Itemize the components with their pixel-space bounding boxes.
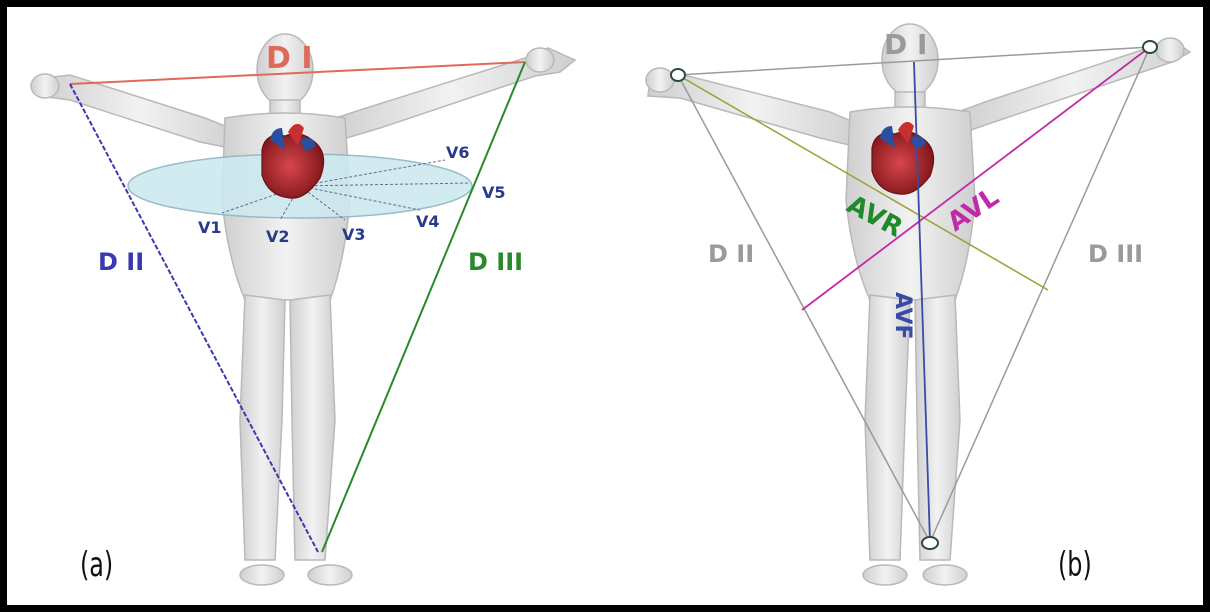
lead-label-DI-a: D I [266, 41, 313, 76]
precordial-label-v1: V1 [198, 218, 222, 237]
precordial-label-v6: V6 [446, 143, 470, 162]
panel-caption-a: (a) [80, 545, 113, 585]
lead-label-AVF: AVF [890, 292, 915, 340]
precordial-label-v2: V2 [266, 227, 290, 246]
human-figure-a [31, 34, 575, 585]
lead-label-DIII-a: D III [468, 248, 523, 276]
lead-label-DIII-b: D III [1088, 240, 1143, 268]
precordial-label-v5: V5 [482, 183, 506, 202]
electrode-left-arm [1143, 41, 1157, 53]
panel-caption-b: (b) [1058, 545, 1092, 585]
precordial-label-v3: V3 [342, 225, 366, 244]
precordial-label-v4: V4 [416, 212, 440, 231]
electrode-right-arm [671, 69, 685, 81]
lead-label-DI-b: D I [884, 28, 927, 61]
panel-a: D I D II D III V1 V2 V3 V4 V5 V6 [31, 34, 575, 585]
human-figure-b [646, 24, 1190, 585]
electrode-left-leg [922, 537, 938, 549]
lead-label-DII-b: D II [708, 240, 754, 268]
panel-b: D I D II D III AVR AVL AVF [646, 24, 1190, 585]
lead-label-DII-a: D II [98, 248, 144, 276]
